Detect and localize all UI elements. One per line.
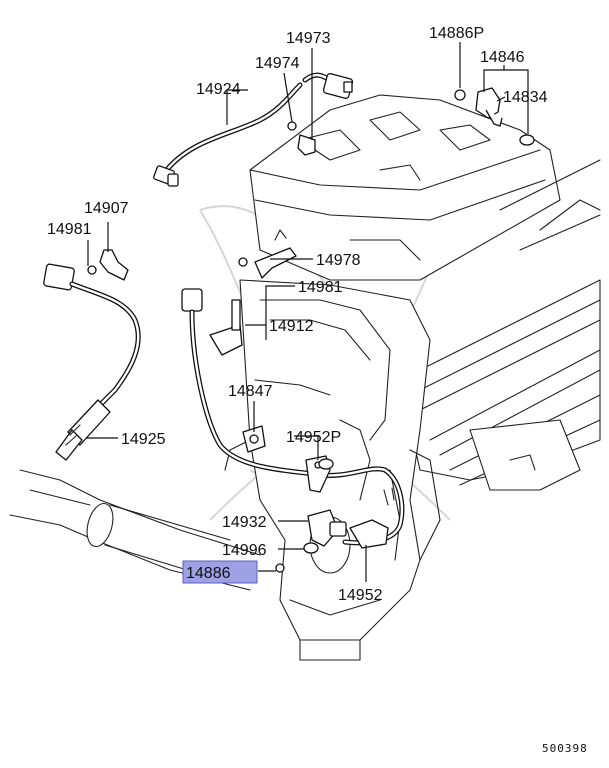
leader-lines <box>86 42 529 582</box>
label-14974[interactable]: 14974 <box>255 55 300 72</box>
sensor-harness <box>181 288 405 546</box>
clamp-14847 <box>242 425 266 453</box>
label-14981-left[interactable]: 14981 <box>47 221 92 238</box>
label-14912[interactable]: 14912 <box>269 318 314 335</box>
label-14932[interactable]: 14932 <box>222 514 267 531</box>
cylinder-head <box>249 94 601 281</box>
label-14846[interactable]: 14846 <box>480 49 525 66</box>
crank-sensor <box>275 487 395 573</box>
intake-manifold <box>399 279 601 491</box>
label-14907[interactable]: 14907 <box>84 200 129 217</box>
exhaust-pipe <box>9 469 261 591</box>
label-14847[interactable]: 14847 <box>228 383 273 400</box>
selected-part-highlight <box>182 560 258 584</box>
oxygen-sensor-rear <box>153 72 354 187</box>
oxygen-sensor-front <box>43 263 141 461</box>
label-14981-center[interactable]: 14981 <box>298 279 343 296</box>
label-14973[interactable]: 14973 <box>286 30 331 47</box>
label-14952[interactable]: 14952 <box>338 587 383 604</box>
diagram-code: 500398 <box>542 742 588 755</box>
cam-sensor <box>454 87 535 146</box>
bracket-14907 <box>87 249 129 281</box>
label-14925[interactable]: 14925 <box>121 431 166 448</box>
bracket-14952P <box>305 455 334 493</box>
label-14924[interactable]: 14924 <box>196 81 241 98</box>
bracket-14978 <box>238 229 297 279</box>
label-14886P[interactable]: 14886P <box>429 25 484 42</box>
label-14996[interactable]: 14996 <box>222 542 267 559</box>
label-14952P[interactable]: 14952P <box>286 429 341 446</box>
label-14886[interactable]: 14886 <box>186 565 231 582</box>
label-14834[interactable]: 14834 <box>503 89 548 106</box>
label-14978[interactable]: 14978 <box>316 252 361 269</box>
part-labels: 14973 14974 14924 14886P 14846 14834 149… <box>47 25 548 604</box>
engine-block <box>224 279 441 661</box>
